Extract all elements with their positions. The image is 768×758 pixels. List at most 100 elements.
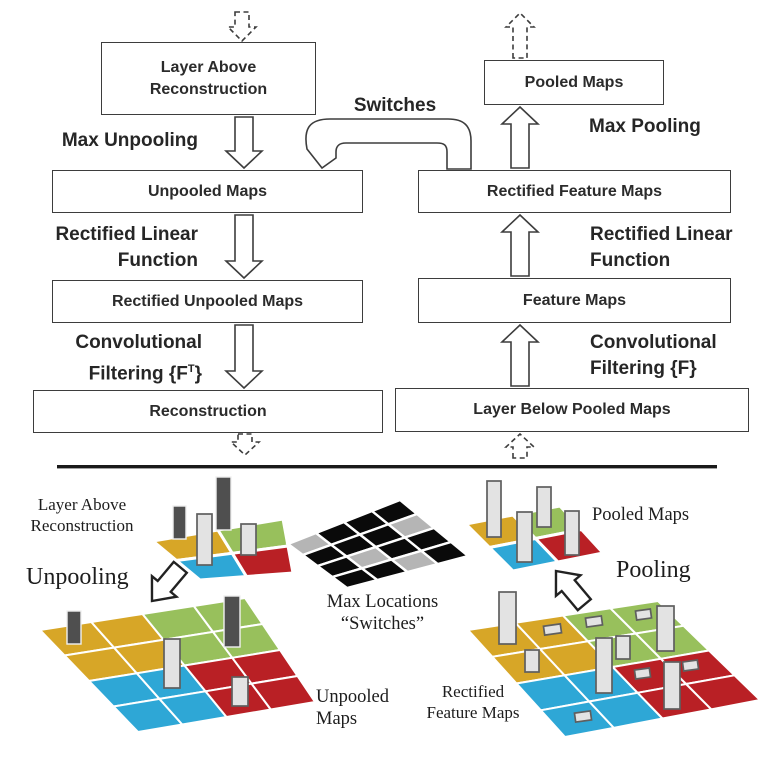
dashed-arrow-up-bottom-right xyxy=(503,432,537,459)
map-cell xyxy=(633,624,712,660)
activation-bar-dark xyxy=(66,610,82,645)
switch-cell xyxy=(359,558,411,582)
label-max-locations-switches: Max Locations “Switches” xyxy=(326,592,439,634)
box-reconstruction: Reconstruction xyxy=(33,390,383,433)
box-rectified-feature-maps: Rectified Feature Maps xyxy=(418,170,731,213)
map-layer-above-reconstruction xyxy=(149,476,295,582)
map-cell xyxy=(182,656,254,693)
map-cell xyxy=(538,640,615,677)
map-cell xyxy=(172,551,250,582)
arrow-max-unpooling xyxy=(223,116,265,170)
map-cell xyxy=(462,513,539,550)
box-layer-above-reconstruction: Layer Above Reconstruction xyxy=(101,42,316,115)
map-cell xyxy=(513,614,590,651)
map-cell xyxy=(684,674,763,711)
switches-pipe xyxy=(305,118,472,170)
label-pooling: Pooling xyxy=(616,557,691,583)
box-label: Rectified Feature Maps xyxy=(486,182,663,200)
map-cell xyxy=(140,604,215,641)
switch-cell xyxy=(344,545,395,570)
box-unpooled-maps: Unpooled Maps xyxy=(52,170,363,213)
arrow-rectified-linear-right xyxy=(499,213,541,277)
activation-bar-light xyxy=(615,635,631,660)
activation-bar-dark xyxy=(215,476,232,531)
label-rectified-linear-left: Rectified Linear Function xyxy=(55,224,198,271)
arrow-conv-filtering-right xyxy=(499,323,541,387)
map-pooled-maps xyxy=(462,480,606,573)
activation-bar-light xyxy=(656,605,675,652)
map-cell xyxy=(211,622,282,659)
map-cell xyxy=(490,647,567,685)
map-cell xyxy=(62,646,139,683)
zero-activation-bar xyxy=(573,709,593,724)
pooling-arrow xyxy=(554,569,593,612)
switch-cell xyxy=(402,526,454,553)
dashed-arrow-up-top-right xyxy=(504,11,536,59)
map-cell xyxy=(610,657,689,694)
switch-cell xyxy=(341,509,391,536)
map-cell xyxy=(134,664,208,700)
dashed-arrow-down-bottom-left xyxy=(228,433,262,457)
label-unpooling: Unpooling xyxy=(26,564,129,590)
map-cell xyxy=(229,544,295,579)
box-label: Pooled Maps xyxy=(524,73,624,91)
box-rectified-unpooled-maps: Rectified Unpooled Maps xyxy=(52,280,363,323)
zero-activation-bar xyxy=(681,659,700,672)
switch-cell xyxy=(300,543,350,568)
switch-cell xyxy=(328,533,379,558)
switch-cell xyxy=(385,512,437,539)
map-cell xyxy=(149,528,235,563)
label-pooled-maps-small: Pooled Maps xyxy=(592,505,690,525)
activation-bar-dark xyxy=(172,505,187,540)
switch-cell xyxy=(329,566,380,590)
map-cell xyxy=(532,527,606,564)
activation-bar-light xyxy=(536,486,552,528)
map-cell xyxy=(538,700,616,739)
map-cell xyxy=(86,672,162,708)
map-cell xyxy=(585,632,663,669)
activation-bar-light xyxy=(163,638,181,689)
dashed-arrow-down-top-left xyxy=(226,11,258,43)
box-layer-below-pooled-maps: Layer Below Pooled Maps xyxy=(395,388,749,432)
activation-bar-light xyxy=(524,649,540,673)
map-cell xyxy=(608,599,686,635)
box-label: Layer Above Reconstruction xyxy=(149,58,268,98)
arrow-rectified-linear-left xyxy=(223,214,265,280)
arrow-conv-filtering-left xyxy=(223,324,265,390)
switch-cell xyxy=(369,498,420,526)
activation-bar-light xyxy=(196,513,213,566)
map-cell xyxy=(161,630,235,667)
map-cell xyxy=(111,697,185,734)
activation-bar-light xyxy=(498,591,517,645)
map-cell xyxy=(587,691,665,729)
switch-cell xyxy=(389,549,441,574)
activation-bar-light xyxy=(516,511,533,563)
map-cell xyxy=(112,638,187,675)
zero-activation-bar xyxy=(633,667,652,680)
map-cell xyxy=(203,682,273,719)
activation-bar-light xyxy=(663,661,681,710)
map-cell xyxy=(37,620,116,657)
label-rectified-feature-maps-big: Rectified Feature Maps xyxy=(426,682,520,722)
map-cell xyxy=(89,612,166,649)
unpooling-arrow xyxy=(150,560,189,603)
switch-cell xyxy=(314,555,365,579)
box-label: Unpooled Maps xyxy=(147,182,268,200)
map-cell xyxy=(466,621,543,658)
box-label: Feature Maps xyxy=(522,291,627,309)
section-divider xyxy=(57,465,717,469)
activation-bar-light xyxy=(564,510,580,556)
box-label: Layer Below Pooled Maps xyxy=(473,401,671,418)
arrow-max-pooling xyxy=(499,105,541,169)
label-conv-filtering-right: Convolutional Filtering {F} xyxy=(590,332,717,379)
map-unpooled-maps xyxy=(37,595,317,734)
map-cell xyxy=(510,504,585,541)
label-switches: Switches xyxy=(353,95,437,116)
activation-bar-light xyxy=(240,523,257,556)
zero-activation-bar xyxy=(584,614,604,629)
activation-bar-light xyxy=(231,676,249,707)
label-conv-filtering-left: Convolutional Filtering {FT} xyxy=(75,332,202,385)
map-cell xyxy=(157,690,229,726)
map-cell xyxy=(192,596,265,633)
